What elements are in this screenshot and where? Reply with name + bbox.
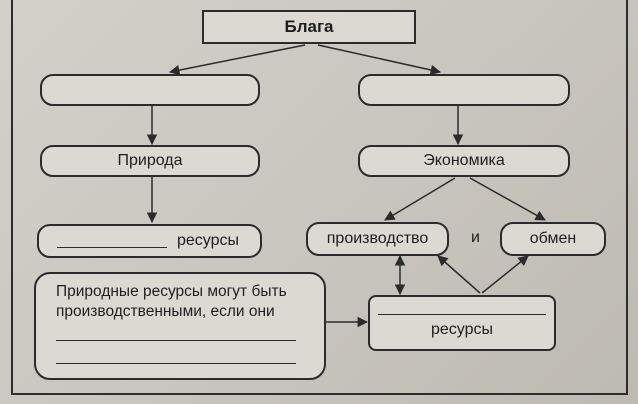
statement-box: Природные ресурсы могут быть производств… <box>34 272 326 380</box>
exchange-label: обмен <box>529 230 577 247</box>
bottom-resources-label: ресурсы <box>430 321 493 338</box>
statement-blank-line-2[interactable] <box>56 351 296 364</box>
nature-resources-box: ресурсы <box>37 224 262 258</box>
statement-line-1: Природные ресурсы могут быть <box>56 283 287 300</box>
resources-suffix: ресурсы <box>177 232 240 249</box>
arrow-economy-to-production <box>384 177 456 221</box>
statement-line-2: производственными, если они <box>56 303 275 320</box>
economy-box: Экономика <box>358 145 570 177</box>
arrow-economy-to-exchange <box>469 177 546 221</box>
arrow-resources-to-exchange <box>481 255 529 294</box>
arrow-resources-to-production <box>437 255 481 294</box>
left-blank-box[interactable] <box>40 74 260 106</box>
arrow-title-to-left-box <box>168 44 306 76</box>
statement-blank-line-1[interactable] <box>56 328 296 341</box>
title-box: Блага <box>202 10 416 44</box>
and-connector-text: и <box>471 229 480 246</box>
nature-box: Природа <box>40 145 260 177</box>
arrow-title-to-right-box <box>317 44 442 76</box>
production-label: производство <box>326 230 429 247</box>
diagram-frame <box>11 0 628 395</box>
right-blank-box[interactable] <box>358 74 570 106</box>
production-resources-box: ресурсы <box>368 295 556 351</box>
resources-blank-line[interactable] <box>57 235 167 248</box>
production-box: производство <box>306 222 449 256</box>
production-resources-blank-line[interactable] <box>378 308 546 315</box>
economy-label: Экономика <box>423 152 505 169</box>
exchange-box: обмен <box>500 222 606 256</box>
title-text: Блага <box>284 17 334 36</box>
nature-label: Природа <box>117 152 183 169</box>
